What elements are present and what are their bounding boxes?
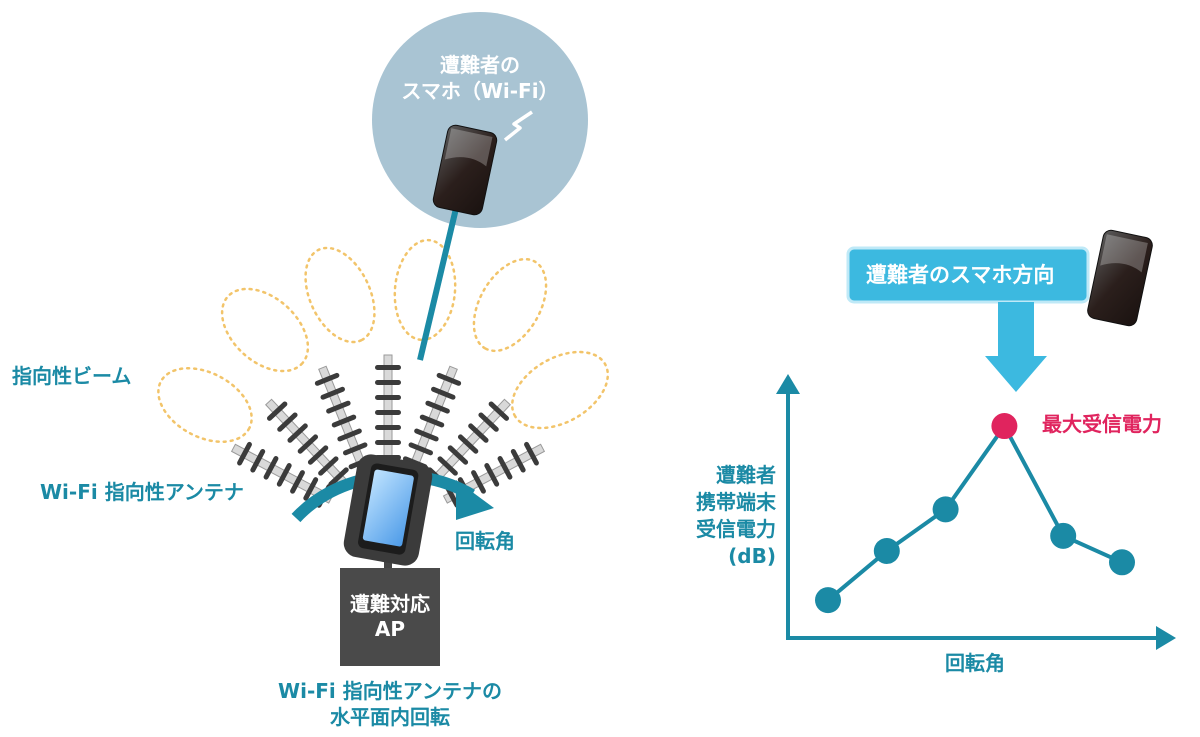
ap-box-line2: AP [374,617,406,641]
beam-lobe [472,257,548,353]
victim-phone-label: 遭難者の スマホ（Wi-Fi） [395,52,565,104]
y-axis-arrowhead [776,374,800,394]
y-axis-label-line1: 遭難者 [716,463,776,487]
y-axis-label-line2: 携帯端末 [696,490,776,514]
directional-beam-label: 指向性ビーム [12,364,132,388]
antenna-element [265,398,349,487]
direction-arrow [417,195,462,361]
rotation-arrowhead [456,480,494,520]
y-axis-label-line3: 受信電力 [696,517,776,541]
ap-box-line1: 遭難対応 [350,592,430,616]
y-axis-label: 遭難者 携帯端末 受信電力 (dB) [686,462,776,570]
down-arrow-head [985,356,1047,392]
peak-data-point [991,413,1018,440]
antenna-rotation-caption-line1: Wi-Fi 指向性アンテナの [278,679,502,703]
ap-box [340,568,440,666]
banner-phone-icon [1087,229,1153,327]
data-point [1109,549,1135,576]
directional-beam-lobes [157,238,610,443]
beam-lobe [220,287,310,373]
antenna-rotation-caption: Wi-Fi 指向性アンテナの 水平面内回転 [250,678,530,730]
direction-banner [846,246,1090,304]
yagi-antennas [230,354,546,508]
data-point [873,537,900,564]
wifi-signal-icon [503,110,533,142]
series-line [826,422,1123,602]
x-axis-arrowhead [1156,626,1176,650]
antenna-element [402,365,462,472]
victim-phone-circle [372,12,588,228]
victim-phone-label-line1: 遭難者の [440,53,520,77]
ap-phone-mount [343,454,433,566]
x-axis-label: 回転角 [945,651,1005,675]
ap-box-label: 遭難対応 AP [340,592,440,642]
victim-phone-label-line2: スマホ（Wi-Fi） [401,79,559,103]
victim-phone-icon [432,124,498,216]
data-point [932,496,959,523]
wifi-antenna-label: Wi-Fi 指向性アンテナ [40,480,244,504]
direction-banner-text: 遭難者のスマホ方向 [866,263,1055,287]
data-point [815,587,841,614]
antenna-element [375,354,401,466]
beam-lobe [304,246,376,344]
beam-lobe [510,350,610,430]
antenna-rotation-caption-line2: 水平面内回転 [330,705,450,729]
beam-lobe [157,367,253,443]
beam-lobe [393,238,457,342]
max-power-label: 最大受信電力 [1042,412,1162,436]
antenna-element [314,365,374,472]
data-point [1050,522,1077,549]
down-arrow-shaft [998,302,1034,358]
y-axis-label-line4: (dB) [728,544,776,568]
rotation-angle-label: 回転角 [455,529,515,553]
power-chart [776,374,1176,650]
